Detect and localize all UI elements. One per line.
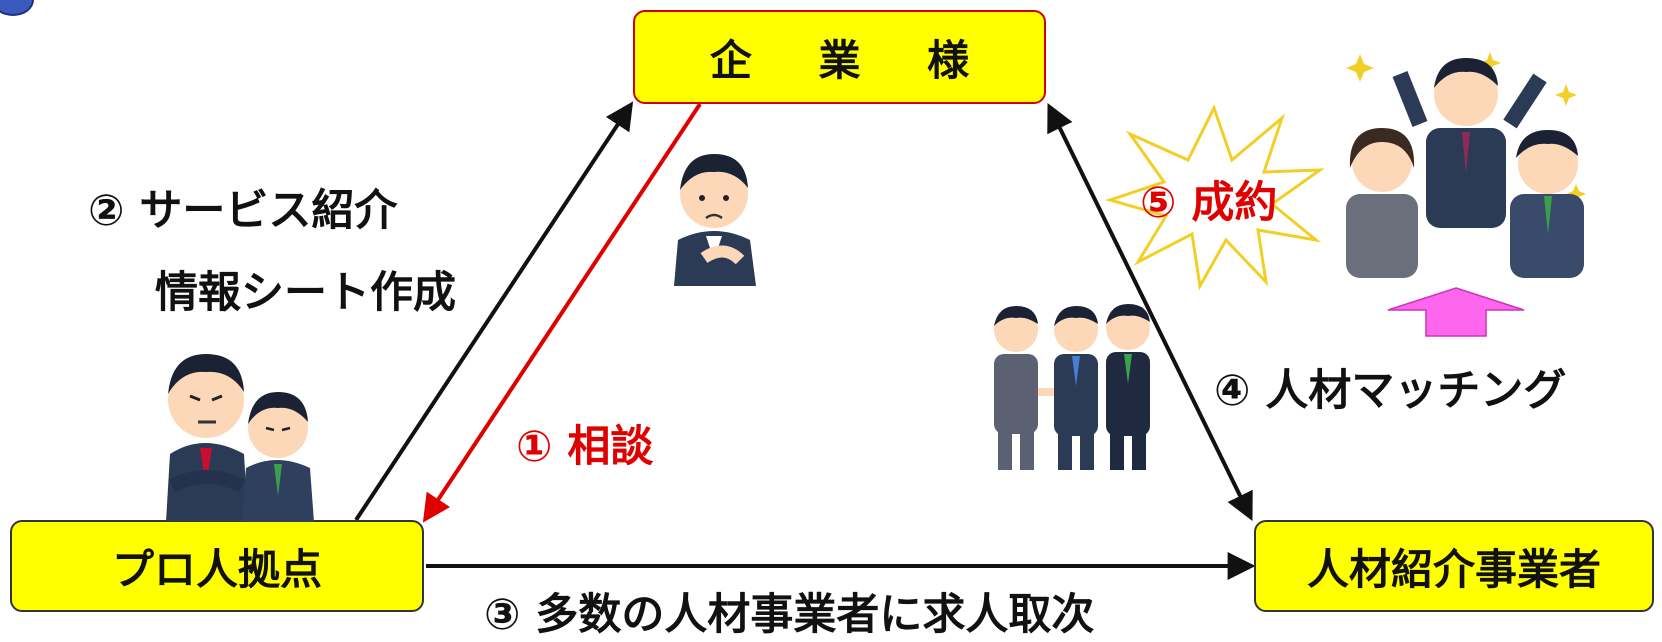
arrow-company-agency: [1047, 102, 1253, 522]
step2-label-line2: 情報シート作成: [155, 268, 456, 318]
step3-label: ③ 多数の人材事業者に求人取次: [484, 590, 1095, 640]
node-pro-base: プロ人拠点: [10, 520, 424, 612]
worried-person-icon: [674, 154, 756, 286]
step4-label: ④ 人材マッチング: [1214, 366, 1567, 416]
arrow-consult: [422, 102, 702, 523]
node-agency: 人材紹介事業者: [1254, 520, 1654, 612]
up-arrow-icon: [1387, 287, 1525, 337]
starburst-icon: [1104, 104, 1324, 290]
businessmen-icon: [166, 354, 314, 522]
step1-label: ① 相談: [516, 422, 654, 472]
celebrating-people-icon: [1346, 52, 1586, 278]
node-company: 企 業 様: [633, 10, 1046, 104]
handshake-people-icon: [994, 304, 1150, 470]
arrow-pro-to-company: [354, 101, 634, 522]
step5-label: ⑤ 成約: [1140, 178, 1278, 228]
step2-label-line1: ② サービス紹介: [88, 186, 398, 236]
